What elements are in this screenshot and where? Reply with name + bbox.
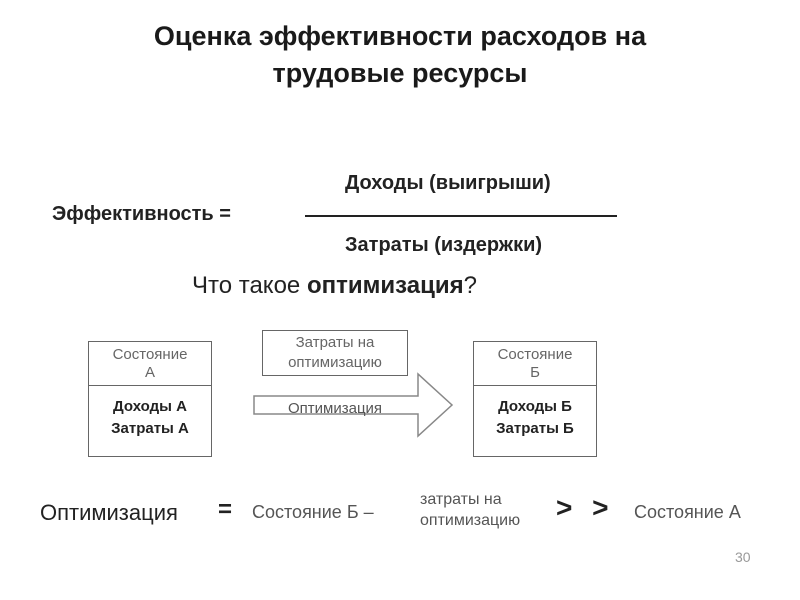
- state-a-income: Доходы А: [113, 398, 187, 415]
- page-title: Оценка эффективности расходов на трудовы…: [0, 18, 800, 92]
- arrow-label: Оптимизация: [288, 400, 383, 417]
- title-line-2: трудовые ресурсы: [272, 58, 528, 88]
- state-a-header-line1: Состояние: [112, 346, 188, 363]
- bottom-optimization-label: Оптимизация: [40, 500, 178, 525]
- costs-line1: затраты на: [420, 491, 502, 508]
- state-b-body: Доходы Б Затраты Б: [474, 386, 596, 440]
- state-b-costs: Затраты Б: [496, 420, 574, 437]
- much-greater-sign: > >: [556, 492, 615, 523]
- question-suffix: ?: [463, 272, 477, 299]
- question-bold: оптимизация: [306, 272, 464, 299]
- bottom-state-a: Состояние А: [634, 502, 741, 522]
- question-text: Что такое оптимизация?: [192, 272, 477, 300]
- state-a-body: Доходы А Затраты А: [89, 386, 211, 440]
- fraction-line: [305, 215, 617, 217]
- cost-box-line2: оптимизацию: [288, 354, 382, 371]
- state-b-minus: Состояние Б –: [252, 502, 374, 522]
- state-a-header-line2: А: [144, 364, 155, 381]
- formula-label: Эффективность =: [52, 203, 231, 225]
- state-a-costs: Затраты А: [111, 420, 189, 437]
- page-number: 30: [735, 549, 751, 565]
- equals-sign: =: [218, 496, 233, 523]
- costs-line2: оптимизацию: [420, 512, 521, 529]
- state-a-header: Состояние А: [89, 342, 211, 386]
- state-b-header-line2: Б: [530, 364, 540, 381]
- optimization-costs-text: затраты на оптимизацию: [420, 489, 520, 531]
- title-line-1: Оценка эффективности расходов на: [153, 21, 647, 51]
- state-b-header-line1: Состояние: [497, 346, 573, 363]
- question-prefix: Что такое: [192, 272, 307, 299]
- state-b-income: Доходы Б: [498, 398, 572, 415]
- cost-box-line1: Затраты на: [295, 334, 375, 351]
- state-b-header: Состояние Б: [474, 342, 596, 386]
- arrow-shape: [253, 372, 454, 438]
- state-a-box: Состояние А Доходы А Затраты А: [88, 341, 212, 457]
- formula-denominator: Затраты (издержки): [345, 234, 543, 256]
- formula-numerator: Доходы (выигрыши): [345, 172, 551, 194]
- optimization-arrow: [253, 372, 454, 438]
- state-b-box: Состояние Б Доходы Б Затраты Б: [473, 341, 597, 457]
- optimization-cost-box: Затраты на оптимизацию: [262, 330, 408, 376]
